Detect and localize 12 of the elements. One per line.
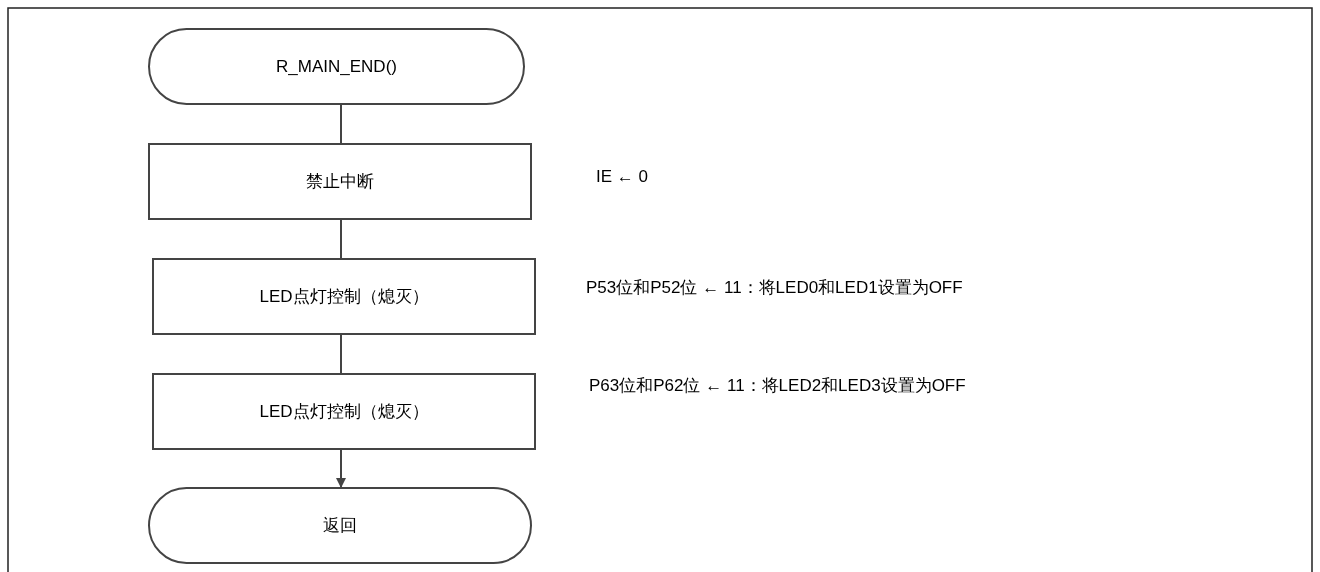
- annotation-text: P63位和P62位 ← 11：将LED2和LED3设置为OFF: [589, 374, 966, 397]
- process-box: LED点灯控制（熄灭）: [152, 258, 536, 335]
- connector-line: [340, 334, 342, 374]
- terminal-box: R_MAIN_END(): [148, 28, 525, 105]
- connector-line: [340, 219, 342, 259]
- annotation-text: P53位和P52位 ← 11：将LED0和LED1设置为OFF: [586, 276, 963, 299]
- arrow: [336, 449, 346, 488]
- process-box: LED点灯控制（熄灭）: [152, 373, 536, 450]
- connector-line: [340, 104, 342, 144]
- annotation-text: IE ← 0: [596, 167, 648, 187]
- process-box: 禁止中断: [148, 143, 532, 220]
- terminal-box: 返回: [148, 487, 532, 564]
